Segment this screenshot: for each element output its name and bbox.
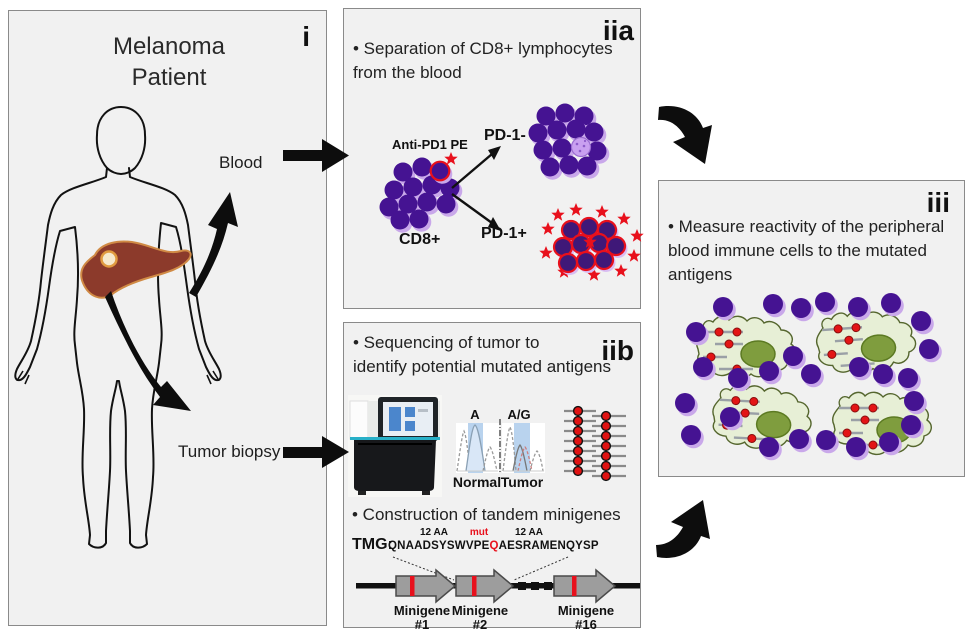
tmg-label: TMG:: [352, 536, 393, 553]
aa-right-label: 12 AA: [515, 527, 543, 538]
sequence-right: AESRAMENQYSP: [498, 540, 599, 552]
tandem-minigene-construct: [356, 568, 640, 604]
pd1-positive-label: PD-1+: [481, 225, 527, 242]
chromatogram-normal: [456, 423, 499, 473]
cd8-cell-cluster: [379, 152, 463, 233]
minigene-arrow-2: [455, 568, 515, 604]
liver-shape: [80, 240, 192, 299]
panel-i-label: i: [302, 21, 310, 52]
tmg-sequence: QNAADSYSWVPEQAESRAMENQYSP: [388, 540, 599, 552]
minigene-1-label: Minigene #1: [393, 603, 451, 632]
aa-left-label: 12 AA: [420, 527, 448, 538]
mutation-bar-2: [472, 576, 477, 596]
sequencing-illustration: [348, 395, 640, 604]
mutation-bar-1: [410, 576, 415, 596]
pd1-positive-cluster: [539, 203, 644, 281]
tumor-lesion: [100, 250, 118, 268]
panel-tumor-sequencing: iib • Sequencing of tumor to identify po…: [343, 322, 641, 632]
sorting-fork-arrows: [451, 146, 501, 231]
speckled-cell: [570, 136, 592, 158]
iib-seq-line1: • Sequencing of tumor to: [353, 333, 540, 352]
cd8-label: CD8+: [399, 231, 441, 248]
cd8-sorting-illustration: [379, 103, 644, 281]
construct-ellipsis: [518, 582, 552, 590]
panel-iii-label: iii: [926, 187, 950, 218]
minigene-arrow-16: [553, 568, 617, 604]
sequence-connector-lines: [392, 556, 569, 581]
pd1-negative-cluster: [528, 103, 610, 180]
panel-iib-label: iib: [601, 335, 634, 366]
iia-bullet-text: • Separation of CD8+ lymphocytes from th…: [353, 37, 613, 85]
coculture-illustration: [675, 292, 942, 461]
tumor-biopsy-label: Tumor biopsy: [178, 442, 281, 461]
iib-sequencing-bullet: • Sequencing of tumor to identify potent…: [353, 331, 611, 379]
minigene-2-label: Minigene #2: [451, 603, 509, 632]
blood-label: Blood: [219, 153, 263, 172]
iib-seq-line2: identify potential mutated antigens: [353, 357, 612, 376]
normal-label: Normal: [452, 474, 502, 490]
tumor-biopsy-curved-arrow: [105, 291, 191, 411]
blood-curved-arrow: [189, 192, 238, 297]
minigene-16-label: Minigene #16: [557, 603, 615, 632]
panel-cd8-separation: iia • Separation of CD8+ lymphocytes fro…: [343, 8, 644, 309]
iia-bullet-line2: from the blood: [353, 63, 462, 82]
sequence-mutation: Q: [489, 540, 499, 552]
iia-bullet-line1: • Separation of CD8+ lymphocytes: [353, 39, 613, 58]
iii-bullet-line1: • Measure reactivity of the peripheral: [668, 217, 945, 236]
hand-lines: [17, 370, 219, 385]
panel-iia-label: iia: [602, 15, 634, 46]
anti-pd1-label: Anti-PD1 PE: [392, 137, 468, 152]
mutation-bar-16: [572, 576, 577, 596]
head-outline: [95, 106, 147, 175]
iia-to-iii-curved-arrow: [658, 106, 712, 164]
normal-allele-label: A: [470, 407, 480, 422]
panel-reactivity-assay: iii • Measure reactivity of the peripher…: [658, 180, 965, 477]
tumor-allele-label: A/G: [507, 407, 531, 422]
mutation-reads-diagram: [564, 405, 626, 482]
body-outline: [14, 167, 222, 549]
pd1-negative-label: PD-1-: [484, 127, 526, 144]
chromatogram-tumor: [502, 423, 545, 473]
panel-melanoma-patient: i Melanoma Patient Blood Tumor biopsy: [8, 10, 327, 626]
title-line-2: Patient: [131, 64, 207, 91]
iib-to-iii-curved-arrow: [656, 500, 710, 558]
sequence-left: QNAADSYSWVPE: [388, 540, 490, 552]
title-line-1: Melanoma: [112, 33, 226, 60]
minigene-arrow-1: [395, 568, 457, 604]
human-body-illustration: [14, 106, 238, 549]
iib-minigene-bullet: • Construction of tandem minigenes: [352, 505, 621, 524]
iii-bullet-text: • Measure reactivity of the peripheral b…: [668, 215, 944, 287]
mut-label: mut: [469, 527, 489, 538]
iii-bullet-line3: antigens: [668, 265, 733, 284]
panel-i-title: Melanoma Patient: [69, 31, 269, 93]
pe-labeled-cell: [429, 152, 458, 184]
tumor-label: Tumor: [500, 474, 544, 490]
iii-bullet-line2: blood immune cells to the mutated: [668, 241, 927, 260]
dna-sequencer-icon: [348, 395, 442, 497]
